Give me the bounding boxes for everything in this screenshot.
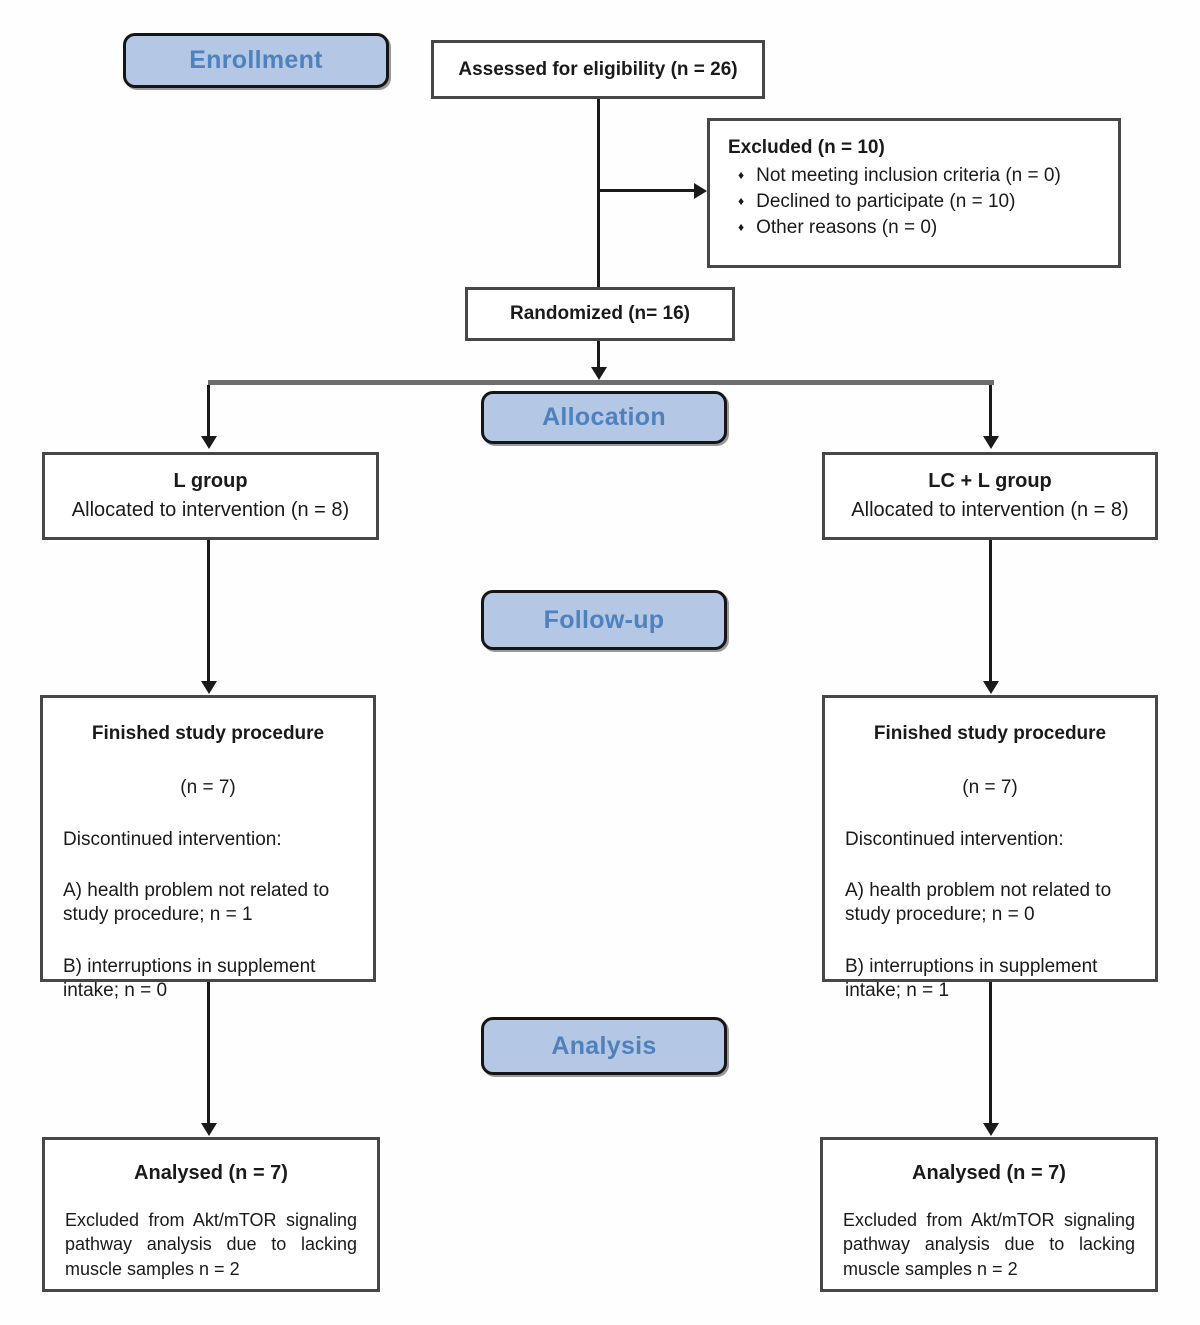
arrowhead-excluded: [694, 182, 707, 199]
box-analysed-right: Analysed (n = 7) Excluded from Akt/mTOR …: [820, 1137, 1158, 1292]
finished-right-discontinued: Discontinued intervention:: [845, 828, 1064, 850]
assessed-text: Assessed for eligibility (n = 26): [458, 58, 738, 80]
analysed-left-body: Excluded from Akt/mTOR signaling pathway…: [65, 1209, 357, 1280]
finished-right-reason-b: B) interruptions in supplement intake; n…: [845, 955, 1098, 1001]
connector-right-finished-analysed: [989, 982, 992, 1124]
finished-left-reason-a: A) health problem not related to study p…: [63, 879, 330, 926]
connector-excluded-branch: [598, 189, 694, 192]
connector-right-group-finished: [989, 540, 992, 682]
excluded-title: Excluded (n = 10): [728, 137, 885, 158]
excluded-item-text: Not meeting inclusion criteria (n = 0): [756, 165, 1061, 186]
analysed-right-title: Analysed (n = 7): [912, 1162, 1066, 1184]
box-group-right: LC + L group Allocated to intervention (…: [822, 452, 1158, 540]
excluded-list: ♦ Not meeting inclusion criteria (n = 0)…: [728, 165, 1100, 239]
box-group-left: L group Allocated to intervention (n = 8…: [42, 452, 379, 540]
excluded-item: ♦ Other reasons (n = 0): [728, 217, 1100, 239]
arrowhead-right-group: [982, 436, 999, 449]
box-assessed: Assessed for eligibility (n = 26): [431, 40, 765, 99]
randomized-text: Randomized (n= 16): [510, 303, 690, 324]
excluded-item-text: Other reasons (n = 0): [756, 217, 938, 238]
group-left-name: L group: [173, 470, 248, 492]
analysed-right-body: Excluded from Akt/mTOR signaling pathway…: [843, 1209, 1135, 1280]
finished-left-discontinued: Discontinued intervention:: [63, 828, 282, 850]
arrowhead-right-finished: [982, 681, 999, 694]
box-finished-right: Finished study procedure (n = 7) Discont…: [822, 695, 1158, 1001]
connector-branch-right-group: [989, 385, 992, 437]
arrowhead-left-analysed: [200, 1123, 217, 1136]
finished-right-n: (n = 7): [962, 777, 1018, 799]
box-analysed-left: Analysed (n = 7) Excluded from Akt/mTOR …: [42, 1137, 380, 1292]
group-right-name: LC + L group: [928, 470, 1052, 492]
finished-right-reason-a: A) health problem not related to study p…: [845, 879, 1112, 926]
excluded-item: ♦ Declined to participate (n = 10): [728, 191, 1100, 213]
bullet-icon: ♦: [738, 194, 745, 208]
excluded-item-text: Declined to participate (n = 10): [756, 191, 1016, 212]
bullet-icon: ♦: [738, 220, 745, 234]
finished-right-title: Finished study procedure: [873, 723, 1107, 744]
stage-badge-allocation-label: Allocation: [542, 403, 666, 431]
group-right-allocated: Allocated to intervention (n = 8): [851, 499, 1129, 521]
arrowhead-branch: [590, 367, 607, 380]
analysed-left-title: Analysed (n = 7): [134, 1162, 288, 1184]
box-randomized: Randomized (n= 16): [465, 287, 735, 341]
arrowhead-right-analysed: [982, 1123, 999, 1136]
box-excluded: Excluded (n = 10) ♦ Not meeting inclusio…: [707, 118, 1121, 268]
box-finished-left: Finished study procedure (n = 7) Discont…: [40, 695, 376, 1001]
finished-left-title: Finished study procedure: [91, 723, 325, 744]
finished-left-n: (n = 7): [180, 777, 236, 799]
stage-badge-analysis: Analysis: [481, 1017, 727, 1075]
stage-badge-allocation: Allocation: [481, 391, 727, 444]
connector-randomized-branch: [597, 341, 600, 369]
arrowhead-left-group: [200, 436, 217, 449]
stage-badge-enrollment-label: Enrollment: [189, 46, 323, 74]
excluded-item: ♦ Not meeting inclusion criteria (n = 0): [728, 165, 1100, 187]
bullet-icon: ♦: [738, 168, 745, 182]
branch-line-allocation: [208, 380, 994, 385]
connector-left-group-finished: [207, 540, 210, 682]
connector-branch-left-group: [207, 385, 210, 437]
group-left-allocated: Allocated to intervention (n = 8): [71, 499, 350, 521]
arrowhead-left-finished: [200, 681, 217, 694]
connector-left-finished-analysed: [207, 982, 210, 1124]
stage-badge-enrollment: Enrollment: [123, 33, 389, 88]
stage-badge-followup: Follow-up: [481, 590, 727, 650]
stage-badge-analysis-label: Analysis: [551, 1031, 657, 1060]
connector-assessed-randomized: [597, 99, 600, 287]
finished-left-reason-b: B) interruptions in supplement intake; n…: [63, 955, 316, 1001]
stage-badge-followup-label: Follow-up: [543, 605, 665, 634]
